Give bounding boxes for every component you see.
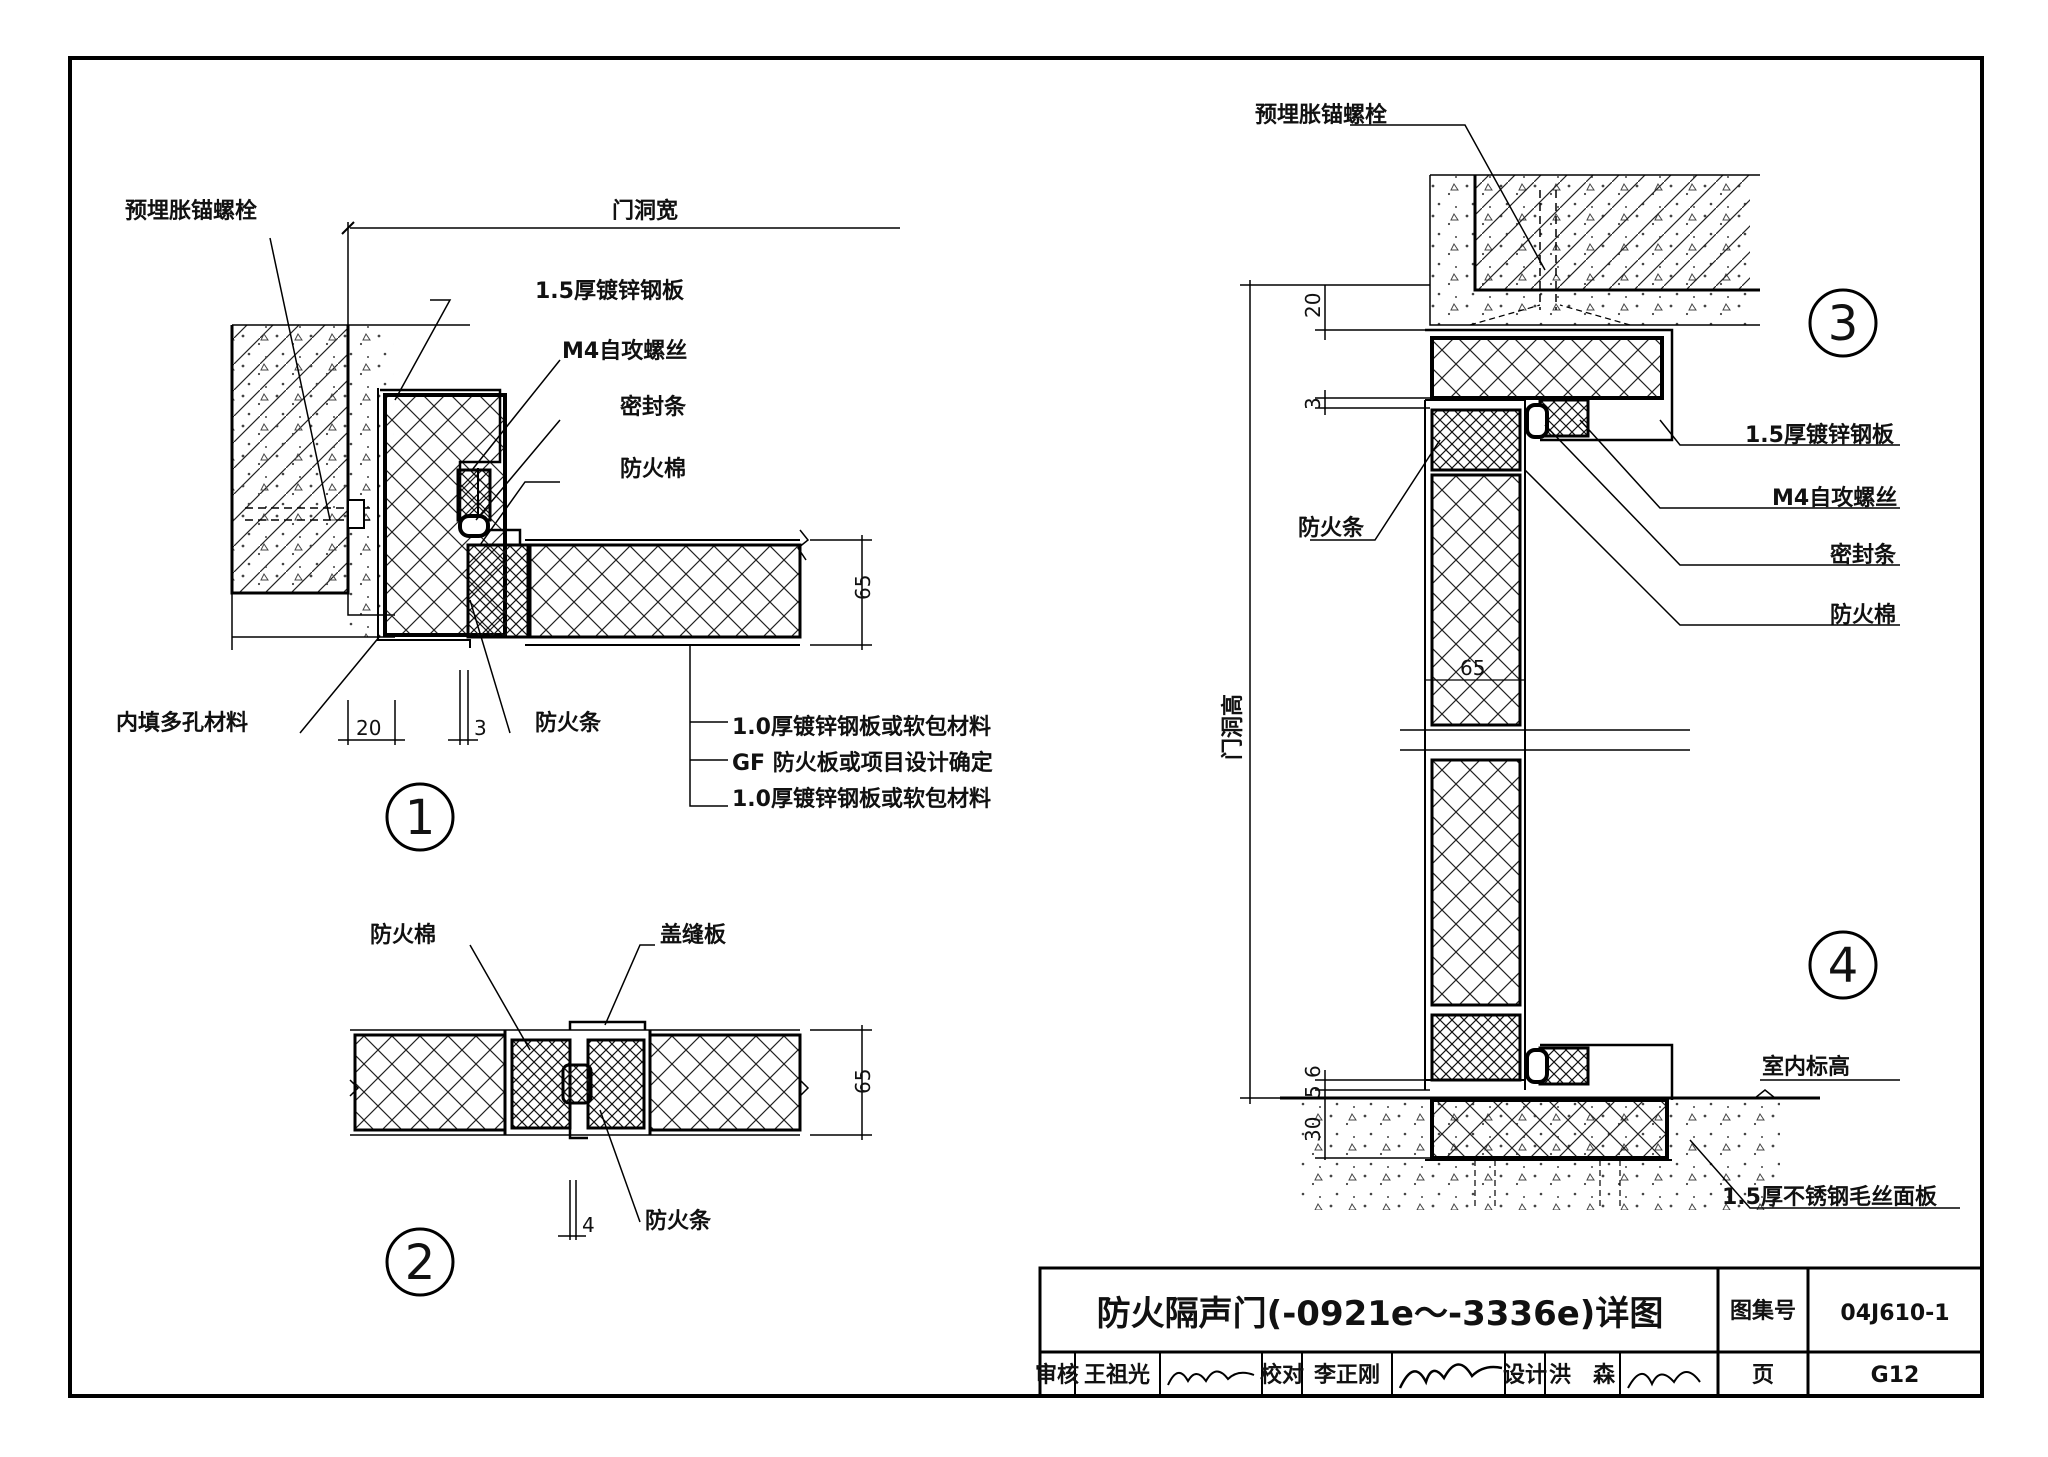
screw-label-1: M4自攻螺丝 <box>562 338 687 364</box>
design-label: 设计 <box>1503 1363 1547 1388</box>
title-block-text: 防火隔声门(-0921e～-3336e)详图 图集号 04J610-1 页 G1… <box>1035 1294 1950 1388</box>
detail-2 <box>349 944 872 1240</box>
floor-level-label: 室内标高 <box>1762 1054 1850 1080</box>
drawing-border <box>68 56 1984 1398</box>
layer2-label: GF 防火板或项目设计确定 <box>732 750 993 776</box>
dim-6-d4: 6 <box>1301 1065 1325 1078</box>
detail-1-labels: 预埋胀锚螺栓 门洞宽 1.5厚镀锌钢板 M4自攻螺丝 密封条 防火棉 内填多孔材… <box>116 198 993 852</box>
detail-4-number: 4 <box>1828 938 1859 994</box>
title-block <box>1038 1266 1984 1398</box>
atlas-label: 图集号 <box>1730 1298 1796 1324</box>
fire-strip-label-1: 防火条 <box>535 710 602 736</box>
dim-20-d1: 20 <box>356 716 381 740</box>
detail-1-marker <box>385 782 455 852</box>
drawing-title: 防火隔声门(-0921e～-3336e)详图 <box>1097 1294 1664 1334</box>
detail-3-marker <box>1808 288 1878 358</box>
fire-cotton-label-1: 防火棉 <box>620 456 686 482</box>
opening-height-label: 门洞高 <box>1220 694 1246 760</box>
layer1-label: 1.0厚镀锌钢板或软包材料 <box>732 714 991 740</box>
detail-3-4-labels: 预埋胀锚螺栓 1.5厚镀锌钢板 M4自攻螺丝 密封条 防火棉 防火条 门洞高 2… <box>1220 102 1938 1210</box>
opening-width-label: 门洞宽 <box>612 198 678 224</box>
anchor-bolt-label-3: 预埋胀锚螺栓 <box>1255 102 1387 128</box>
detail-1-number: 1 <box>405 790 436 846</box>
dim-3-d1: 3 <box>474 716 487 740</box>
page-number: G12 <box>1871 1363 1920 1388</box>
page-label: 页 <box>1752 1363 1774 1388</box>
seal-label-1: 密封条 <box>620 394 687 420</box>
seal-label-3: 密封条 <box>1830 542 1897 568</box>
review-label: 审核 <box>1035 1362 1079 1388</box>
dim-65-d3: 65 <box>1460 656 1485 680</box>
stainless-plate-label: 1.5厚不锈钢毛丝面板 <box>1722 1184 1938 1210</box>
fire-strip-label-3: 防火条 <box>1298 515 1365 541</box>
detail-2-number: 2 <box>405 1235 436 1291</box>
steel-plate-label-1: 1.5厚镀锌钢板 <box>535 278 685 304</box>
layer3-label: 1.0厚镀锌钢板或软包材料 <box>732 786 991 812</box>
dim-30-d4: 30 <box>1301 1117 1325 1142</box>
checker-name: 李正刚 <box>1313 1363 1380 1388</box>
check-label: 校对 <box>1260 1362 1304 1388</box>
detail-3-number: 3 <box>1828 296 1859 352</box>
atlas-number: 04J610-1 <box>1840 1301 1949 1326</box>
fire-cotton-label-2: 防火棉 <box>370 922 436 948</box>
detail-1 <box>230 221 900 807</box>
detail-3-4 <box>1240 124 1960 1210</box>
dim-65-d2: 65 <box>851 1069 875 1094</box>
reviewer-name: 王祖光 <box>1084 1363 1150 1388</box>
anchor-bolt-label-1: 预埋胀锚螺栓 <box>125 198 257 224</box>
detail-2-marker <box>385 1227 455 1297</box>
steel-plate-label-3: 1.5厚镀锌钢板 <box>1745 422 1895 448</box>
dim-20-d3: 20 <box>1301 293 1325 318</box>
detail-2-labels: 防火棉 盖缝板 防火条 65 4 2 <box>370 922 875 1297</box>
dim-65-d1: 65 <box>851 575 875 600</box>
detail-4-marker <box>1808 930 1878 1000</box>
designer-name: 洪 森 <box>1549 1362 1616 1388</box>
fire-strip-label-2: 防火条 <box>645 1208 712 1234</box>
dim-3-d3: 3 <box>1301 397 1325 410</box>
cover-plate-label: 盖缝板 <box>660 922 727 948</box>
dim-5-d4: 5 <box>1301 1085 1325 1098</box>
screw-label-3: M4自攻螺丝 <box>1772 485 1897 511</box>
fire-cotton-label-3: 防火棉 <box>1830 602 1896 628</box>
porous-fill-label: 内填多孔材料 <box>116 710 248 736</box>
dim-4-d2: 4 <box>582 1213 595 1237</box>
